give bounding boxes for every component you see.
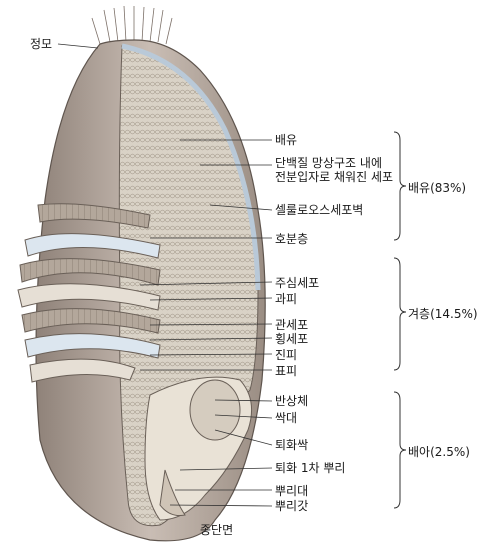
bran-layers: [17, 203, 161, 383]
label-root-cap: 뿌리갓: [275, 499, 309, 513]
label-tube-cells: 관세포: [275, 318, 309, 332]
label-epidermis: 표피: [275, 364, 298, 378]
label-jeongmo: 정모: [30, 37, 53, 51]
label-root-sheath: 뿌리대: [275, 484, 309, 498]
label-nucellus: 주심세포: [275, 276, 320, 290]
aleurone-layer: [121, 43, 261, 291]
label-aleurone: 호분층: [275, 232, 309, 246]
label-endosperm: 배유: [275, 133, 298, 147]
label-vestigial-shoot: 퇴화싹: [275, 438, 309, 452]
scutellum: [189, 379, 241, 441]
group-germ: 배아(2.5%): [408, 445, 470, 459]
label-pericarp: 과피: [275, 292, 298, 306]
brush-hairs: [91, 5, 173, 45]
label-primary-root: 퇴화 1차 뿌리: [275, 461, 346, 475]
label-scutellum: 반상체: [275, 394, 309, 408]
label-protein-matrix: 단백질 망상구조 내에: [275, 156, 382, 170]
radicle: [159, 469, 186, 516]
label-hypodermis: 진피: [275, 348, 298, 362]
label-cross-cells: 횡세포: [275, 332, 309, 346]
group-endosperm: 배유(83%): [408, 181, 467, 195]
leader-lines: [57, 43, 273, 507]
label-plumule: 싹대: [275, 411, 298, 425]
caption-longitudinal-section: 종단면: [200, 523, 234, 537]
label-cellulose-wall: 셀룰로오스세포벽: [275, 203, 364, 217]
label-starch-cells: 전분입자로 채워진 세포: [275, 170, 394, 184]
group-bran: 겨층(14.5%): [408, 307, 478, 321]
group-braces: [393, 131, 407, 509]
